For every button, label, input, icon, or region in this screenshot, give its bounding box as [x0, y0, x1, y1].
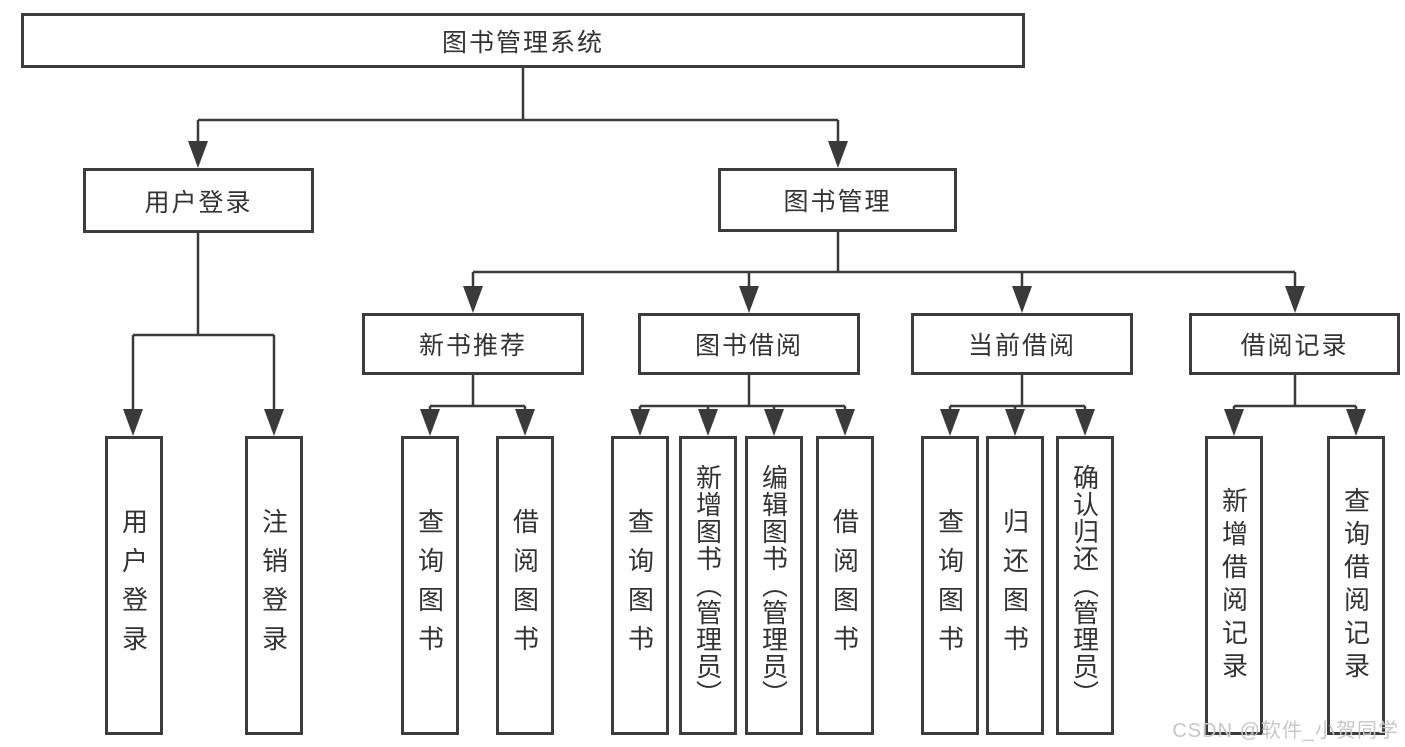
node-label: 注销登录	[258, 507, 289, 664]
node-label: 确认归还（管理员）	[1069, 464, 1100, 707]
node-label: 查询图书	[624, 507, 655, 664]
arrowhead	[739, 286, 759, 313]
arrowhead	[835, 409, 855, 436]
node-root-system: 图书管理系统	[21, 13, 1025, 68]
leaf-borrow-books: 借阅图书	[816, 436, 874, 735]
arrowhead	[940, 409, 960, 436]
node-user-login-module: 用户登录	[83, 168, 314, 233]
node-label: 新增图书（管理员）	[692, 464, 723, 707]
node-label: 新书推荐	[418, 332, 527, 360]
arrowhead	[1005, 409, 1025, 436]
leaf-query-books-recommend: 查询图书	[401, 436, 459, 735]
node-label: 图书管理	[783, 188, 892, 216]
node-borrow-records: 借阅记录	[1189, 313, 1400, 375]
leaf-user-login: 用户登录	[105, 436, 163, 735]
arrowhead	[1346, 409, 1366, 436]
leaf-return-books: 归还图书	[986, 436, 1044, 735]
node-current-borrow: 当前借阅	[911, 313, 1133, 375]
leaf-add-books-admin: 新增图书（管理员）	[679, 436, 737, 735]
arrowhead	[1285, 286, 1305, 313]
leaf-add-borrow-record: 新增借阅记录	[1205, 436, 1263, 735]
arrowhead	[188, 141, 208, 168]
node-new-book-recommend: 新书推荐	[362, 313, 584, 375]
node-book-borrow: 图书借阅	[638, 313, 860, 375]
node-label: 查询借阅记录	[1340, 486, 1371, 685]
arrowheads	[123, 141, 1366, 436]
leaf-logout: 注销登录	[245, 436, 303, 735]
leaf-query-books-borrow: 查询图书	[611, 436, 669, 735]
csdn-watermark: CSDN @软件_小贺同学	[1172, 720, 1399, 742]
node-label: 新增借阅记录	[1218, 486, 1249, 685]
arrowhead	[264, 409, 284, 436]
arrowhead	[420, 409, 440, 436]
node-label: 借阅图书	[509, 507, 540, 664]
node-label: 当前借阅	[967, 332, 1076, 360]
node-book-management-module: 图书管理	[718, 168, 957, 232]
leaf-confirm-return-admin: 确认归还（管理员）	[1056, 436, 1114, 735]
node-label: 用户登录	[144, 188, 253, 217]
node-label: 借阅图书	[829, 507, 860, 664]
node-label: 归还图书	[999, 507, 1030, 664]
arrowhead	[1075, 409, 1095, 436]
leaf-borrow-books-recommend: 借阅图书	[496, 436, 554, 735]
arrowhead	[764, 409, 784, 436]
arrowhead	[828, 141, 848, 168]
node-label: 图书借阅	[694, 332, 803, 360]
node-label: 借阅记录	[1240, 332, 1349, 360]
leaf-edit-books-admin: 编辑图书（管理员）	[745, 436, 803, 735]
arrowhead	[515, 409, 535, 436]
arrowhead	[630, 409, 650, 436]
arrowhead	[698, 409, 718, 436]
node-label: 图书管理系统	[441, 28, 604, 57]
arrowhead	[1224, 409, 1244, 436]
node-label: 编辑图书（管理员）	[758, 464, 789, 707]
leaf-query-borrow-record: 查询借阅记录	[1327, 436, 1385, 735]
node-label: 用户登录	[118, 507, 149, 664]
node-label: 查询图书	[934, 507, 965, 664]
arrowhead	[123, 409, 143, 436]
node-label: 查询图书	[414, 507, 445, 664]
arrowhead	[1012, 286, 1032, 313]
leaf-query-books-current: 查询图书	[921, 436, 979, 735]
arrowhead	[463, 286, 483, 313]
